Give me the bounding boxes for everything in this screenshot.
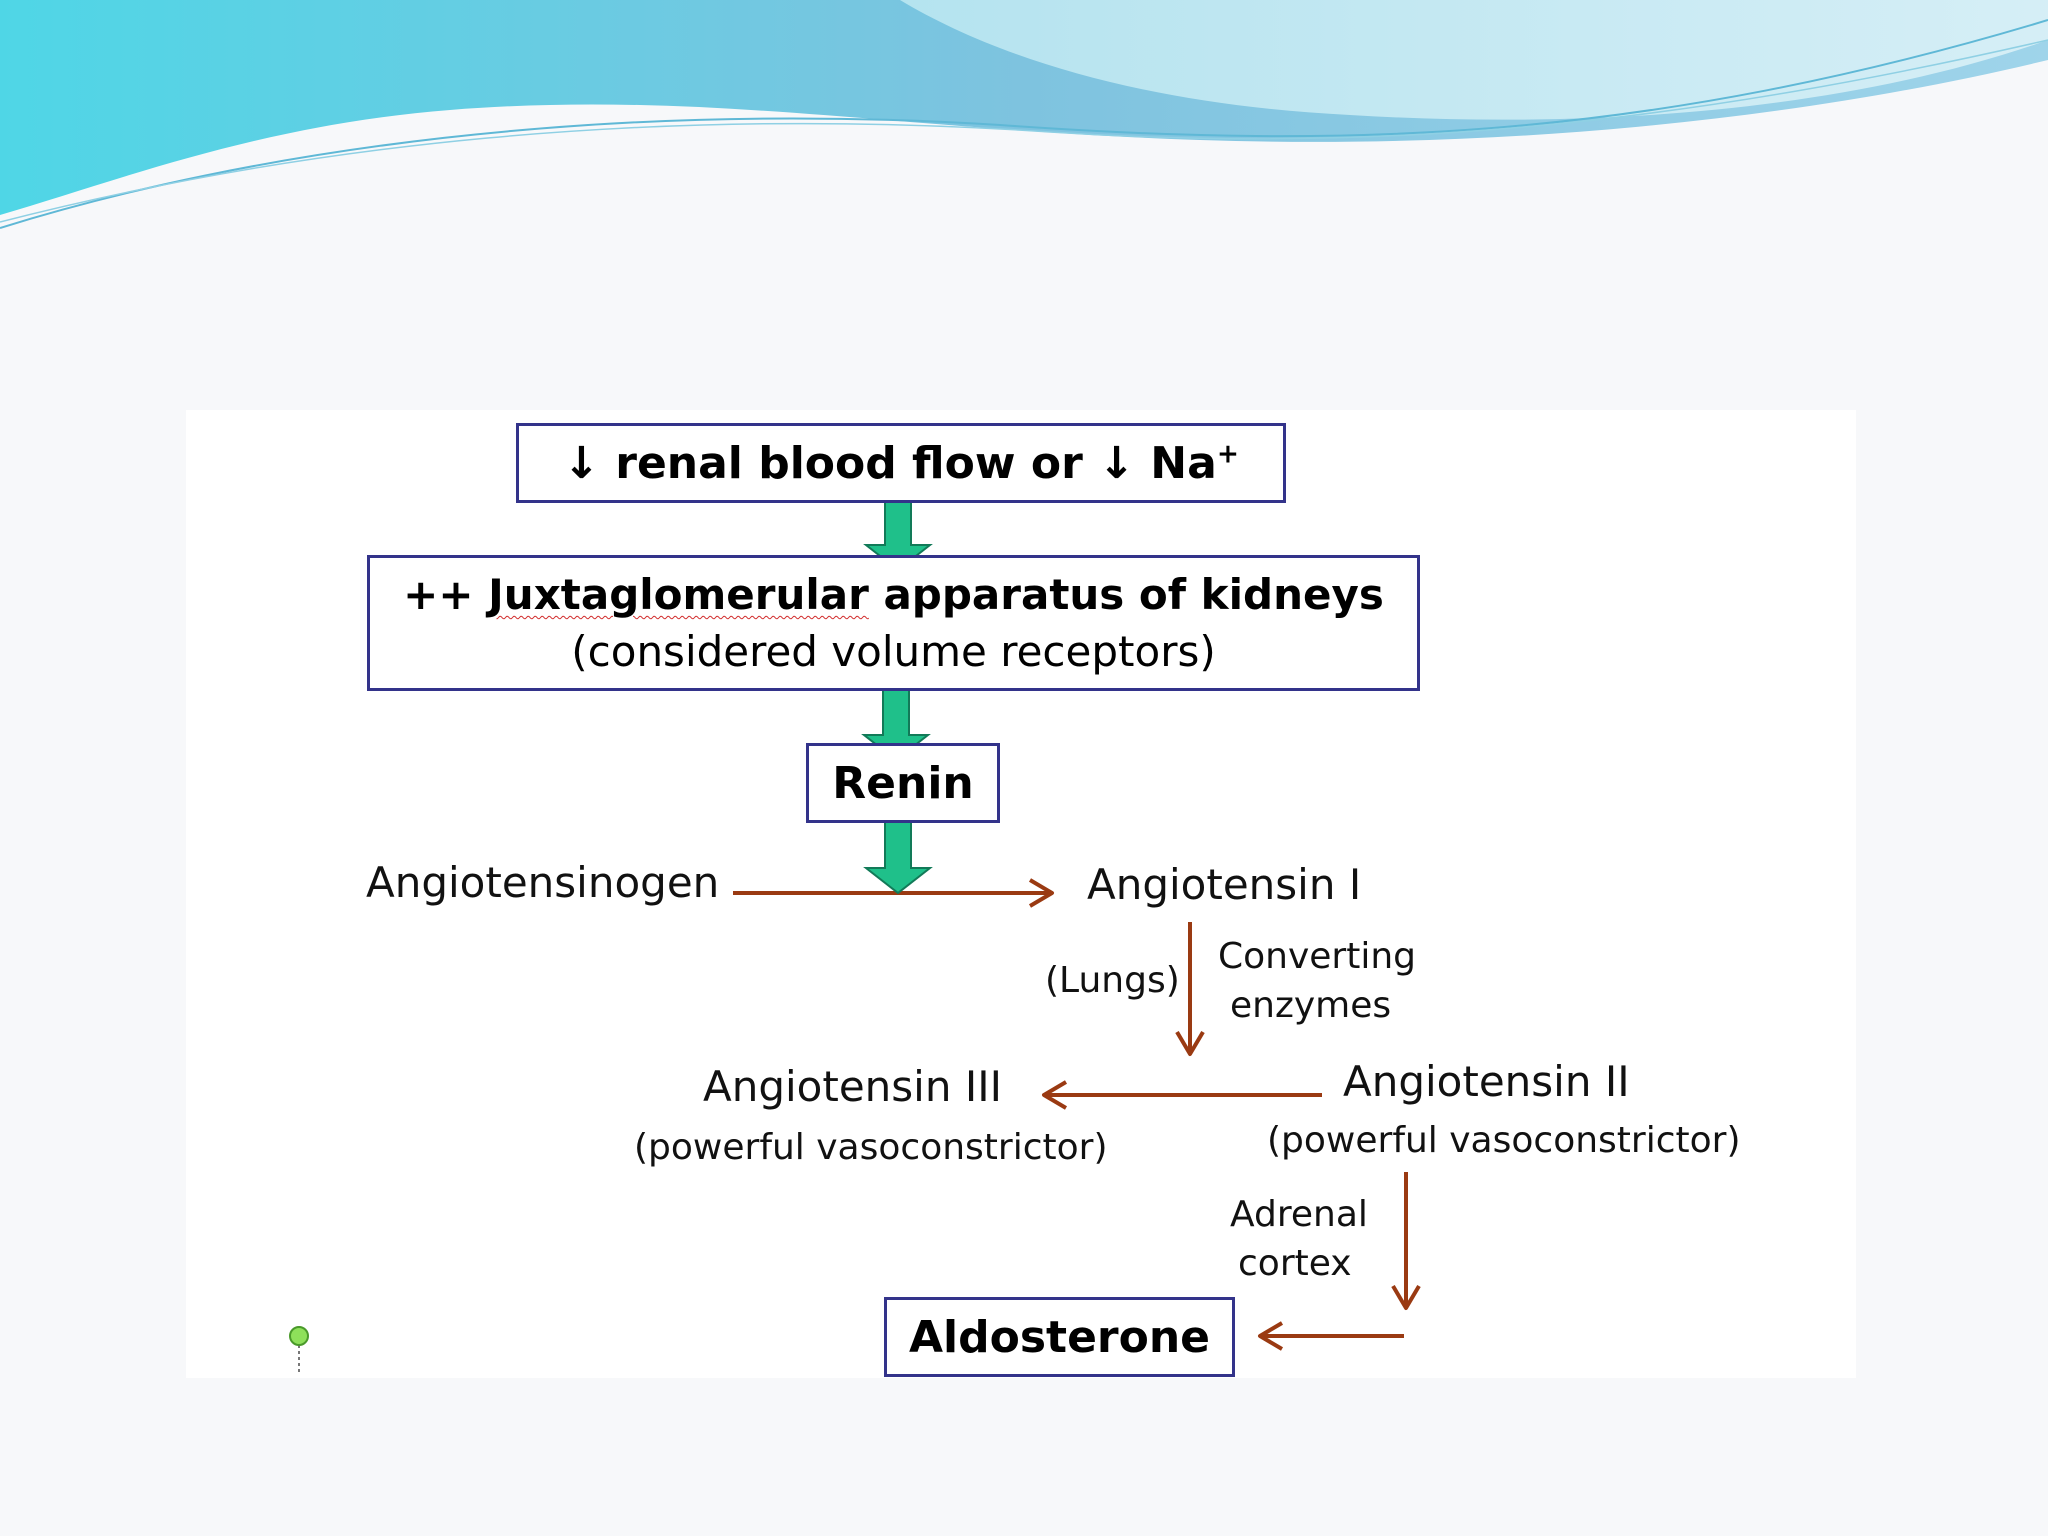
aldosterone-label: Aldosterone (908, 1311, 1211, 1363)
box-reduced-renal-flow: ↓ renal blood flow or ↓ Na+ (516, 423, 1286, 503)
down-arrow-icon: ↓ (1098, 437, 1135, 489)
enzymes-label: enzymes (1230, 985, 1392, 1026)
jga-prefix: ++ (403, 570, 489, 619)
angiotensinogen-label: Angiotensinogen (366, 858, 720, 907)
arrow-angiotensinogen-to-angiotensin1 (733, 878, 1054, 908)
box-top-text2: Na (1134, 437, 1217, 489)
down-arrow-icon: ↓ (563, 437, 600, 489)
pin-marker-icon (289, 1326, 309, 1372)
jga-subtitle: (considered volume receptors) (571, 627, 1216, 676)
arrow-angiotensin1-to-angiotensin2 (1175, 922, 1205, 1056)
box-aldosterone: Aldosterone (884, 1297, 1235, 1377)
header-wave-banner (0, 0, 2048, 229)
box-reduced-renal-flow-text: ↓ renal blood flow or ↓ Na+ (563, 438, 1239, 489)
box-top-sup: + (1216, 437, 1239, 469)
renin-label: Renin (832, 757, 974, 809)
box-top-text1: renal blood flow or (599, 437, 1099, 489)
arrow-to-aldosterone (1258, 1321, 1404, 1351)
box-renin: Renin (806, 743, 1000, 823)
jga-rest: apparatus of kidneys (868, 570, 1384, 619)
angiotensin2-label: Angiotensin II (1343, 1057, 1630, 1106)
jga-underlined-word: Juxtaglomerular (488, 570, 869, 619)
angiotensin3-note: (powerful vasoconstrictor) (634, 1127, 1108, 1168)
lungs-label: (Lungs) (1045, 960, 1180, 1001)
arrow-adrenal-cortex-down (1391, 1172, 1421, 1310)
angiotensin1-label: Angiotensin I (1087, 860, 1362, 909)
angiotensin2-note: (powerful vasoconstrictor) (1267, 1120, 1741, 1161)
box-juxtaglomerular: ++ Juxtaglomerular apparatus of kidneys … (367, 555, 1420, 691)
jga-title: ++ Juxtaglomerular apparatus of kidneys (403, 570, 1384, 619)
adrenal-label: Adrenal (1230, 1194, 1368, 1235)
arrow-angiotensin2-to-angiotensin3 (1042, 1080, 1322, 1110)
converting-label: Converting (1218, 936, 1417, 977)
angiotensin3-label: Angiotensin III (703, 1062, 1002, 1111)
green-arrow-renin-to-reaction (863, 811, 933, 895)
cortex-label: cortex (1238, 1243, 1352, 1284)
